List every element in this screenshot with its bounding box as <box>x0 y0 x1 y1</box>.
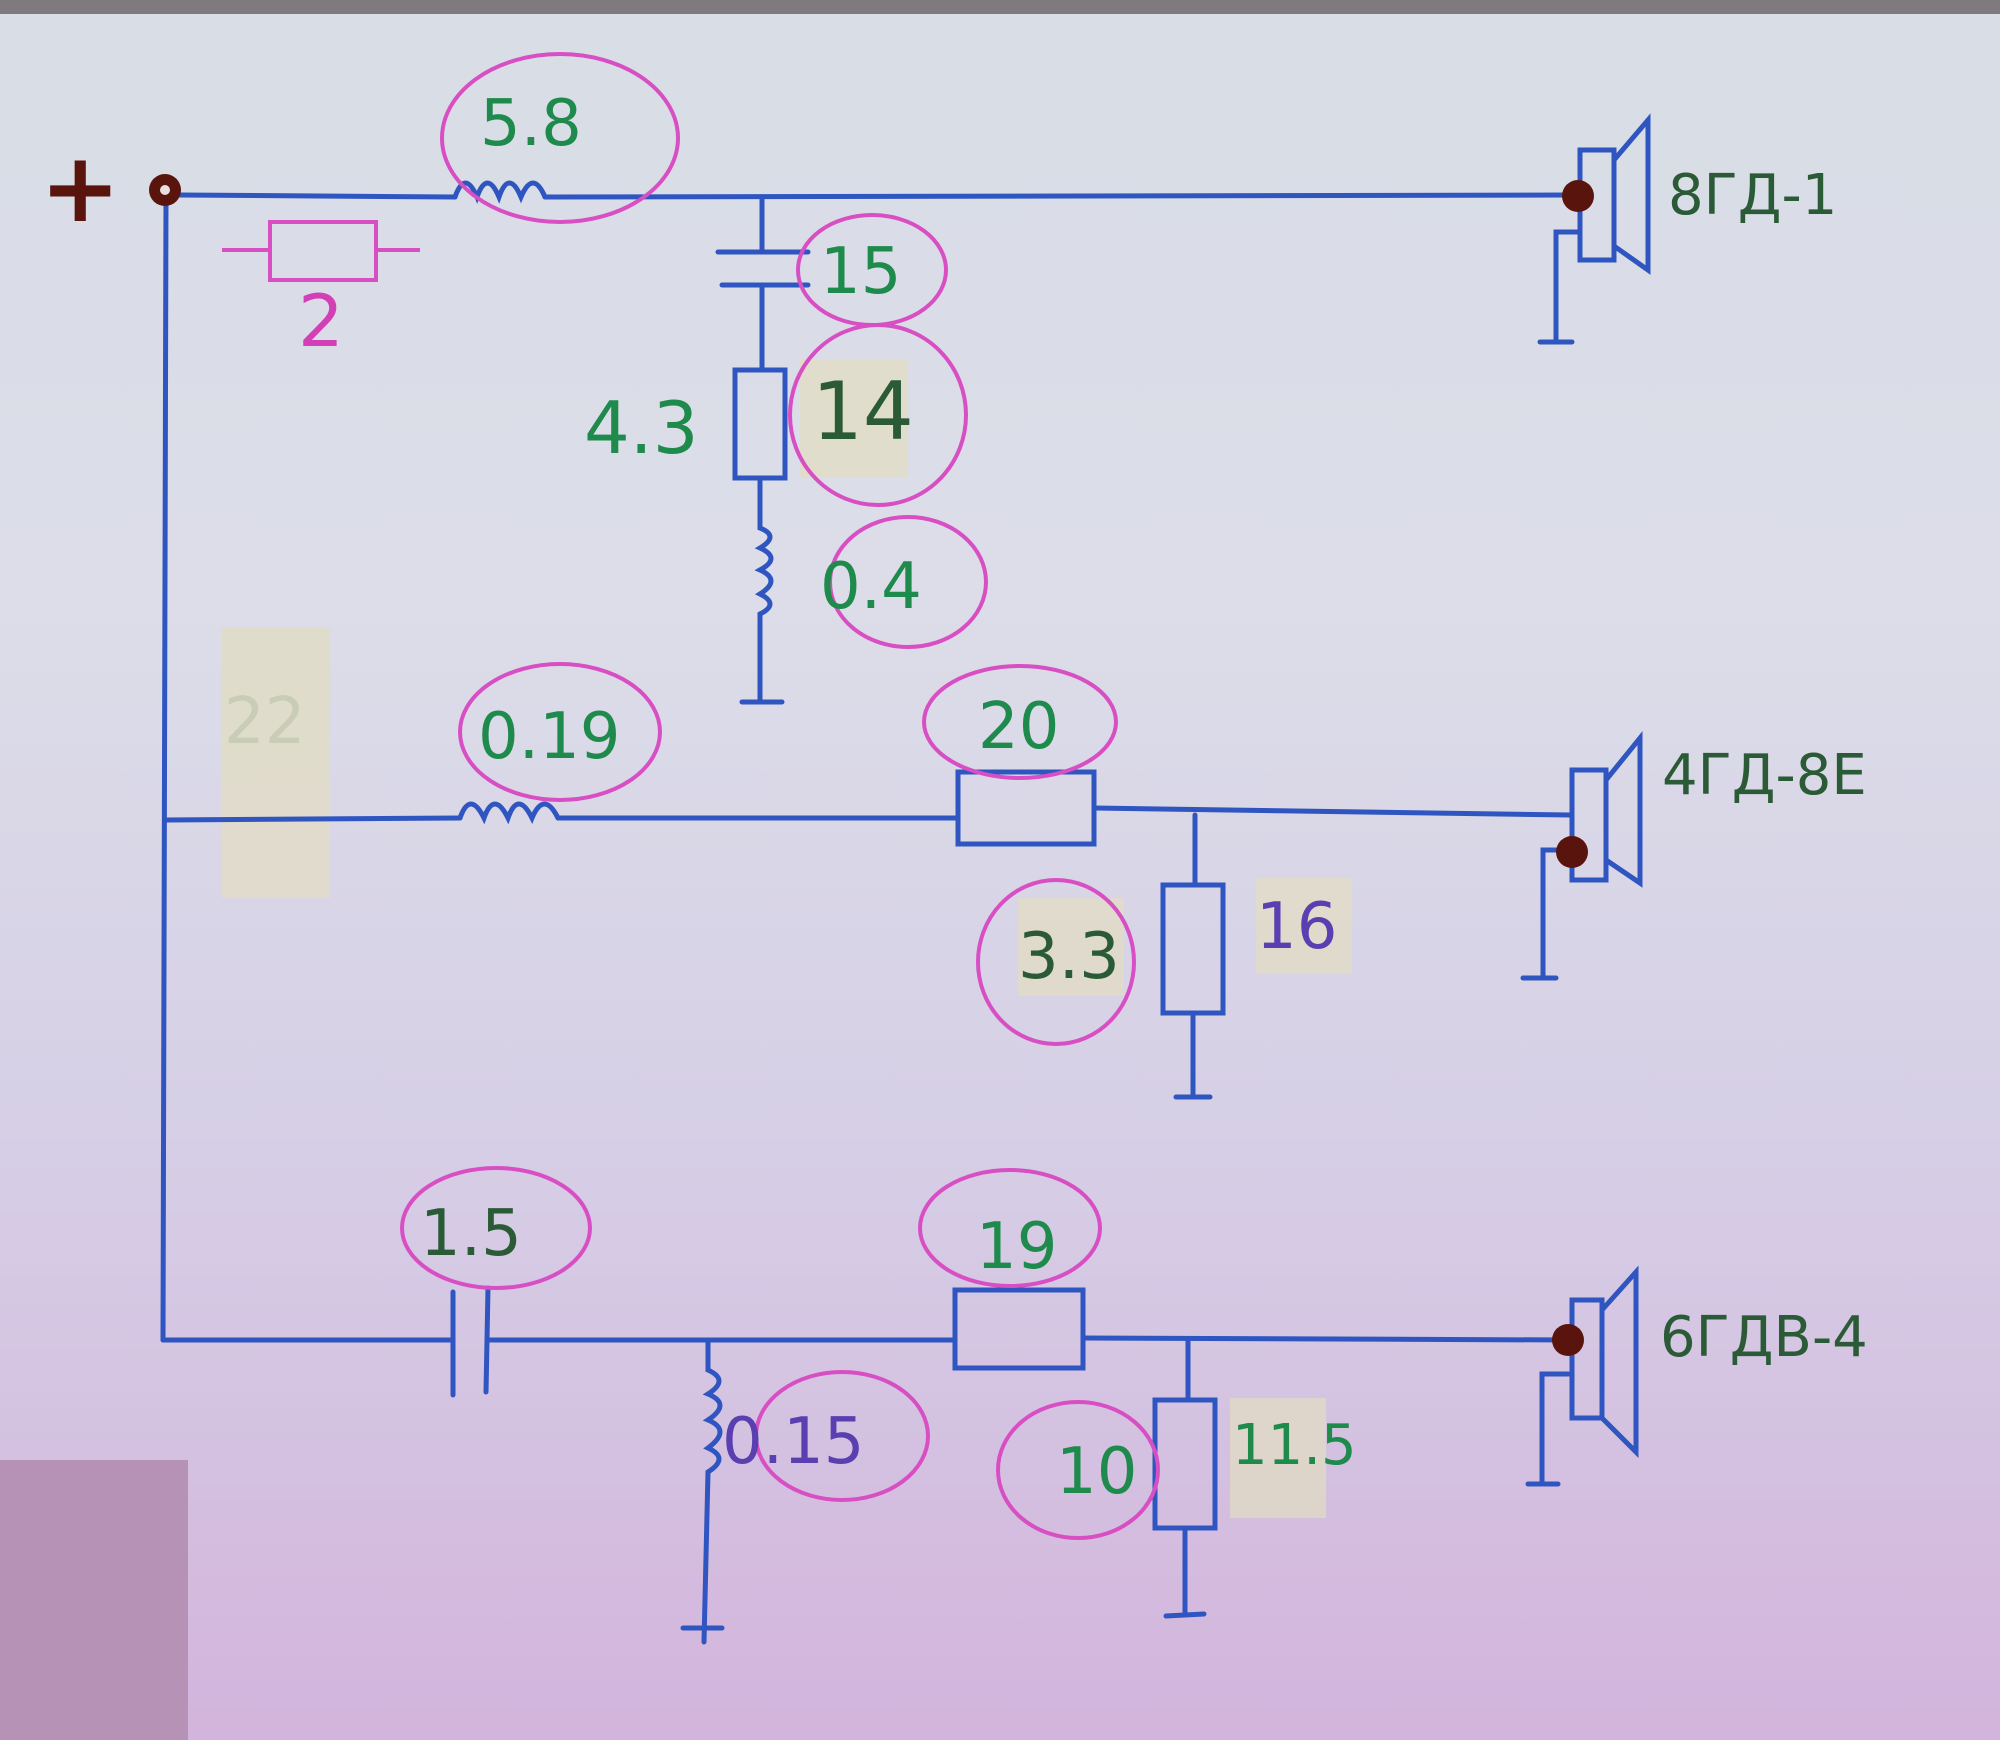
note-resistor-2-body <box>268 220 378 282</box>
resistor-value-label: 16 <box>1256 890 1338 964</box>
highlight-circle <box>976 878 1136 1046</box>
speaker-terminal-dot <box>1562 180 1594 212</box>
resistor-value-label: 10 <box>1056 1435 1138 1509</box>
highlight-circle <box>996 1400 1160 1540</box>
background-patch <box>0 1460 188 1740</box>
speaker-terminal-dot <box>1552 1324 1584 1356</box>
inductor-value-label: 0.19 <box>478 700 621 774</box>
highlight-circle <box>788 323 968 507</box>
resistor-3.3-body <box>1160 882 1226 1016</box>
resistor-value-label: 3.3 <box>1018 920 1120 994</box>
tape-patch <box>1018 898 1124 996</box>
speaker-6GDV4-magnet <box>1569 1297 1605 1421</box>
highlight-circle <box>922 664 1118 780</box>
inductor-value-label: 0.4 <box>820 550 922 624</box>
tape-patch <box>222 628 330 898</box>
capacitor-value-label: 1.5 <box>420 1197 522 1271</box>
bus-wire <box>160 192 169 1343</box>
inductor-0.19-symbol <box>457 801 561 825</box>
highlight-circle <box>400 1166 592 1290</box>
highlight-circle <box>754 1370 930 1502</box>
speaker-label: 6ГДВ-4 <box>1660 1305 1868 1370</box>
resistor-4.3-body <box>732 367 788 481</box>
tape-patch <box>1256 878 1352 974</box>
capacitor-value-label: 15 <box>820 235 902 309</box>
resistor-10-body <box>1152 1397 1218 1531</box>
tape-patch <box>800 360 908 478</box>
plus-sign: + <box>40 132 121 244</box>
ground-symbol <box>1163 1611 1207 1619</box>
resistor-value-label: 20 <box>978 690 1060 764</box>
speaker-label: 8ГД-1 <box>1668 163 1838 228</box>
speaker-8GD1-magnet <box>1577 147 1617 263</box>
inductor-0.15-symbol <box>701 1337 723 1645</box>
resistor-value-label: 11.5 <box>1232 1413 1357 1478</box>
wire <box>1091 805 1573 818</box>
highlight-circle <box>828 515 988 649</box>
speaker-4GD8E-magnet <box>1569 767 1609 883</box>
note-resistor-value-label: 2 <box>298 279 344 363</box>
wire <box>1080 1335 1573 1343</box>
inductor-value-label: 0.15 <box>722 1405 865 1479</box>
highlight-circle <box>440 52 680 224</box>
tape-patch <box>1230 1398 1326 1518</box>
photo-edge <box>0 0 2000 14</box>
speaker-6GDV4-cone <box>1599 1265 1639 1459</box>
wire <box>542 192 1573 200</box>
resistor-value-label: 19 <box>976 1210 1058 1284</box>
speaker-terminal-dot <box>1556 836 1588 868</box>
inductor-5.8-symbol <box>452 180 548 204</box>
speaker-label: 4ГД-8Е <box>1662 743 1867 808</box>
inductor-value-label: 5.8 <box>480 87 582 161</box>
wire <box>163 815 463 823</box>
resistor-value-label: 4.3 <box>584 386 699 470</box>
resistor-20-body <box>955 769 1097 847</box>
resistor-19-body <box>952 1287 1086 1371</box>
highlight-circle <box>458 662 662 802</box>
resistor-value-label: 14 <box>812 365 914 458</box>
highlight-circle <box>918 1168 1102 1288</box>
speaker-4GD8E-cone <box>1603 730 1643 888</box>
speaker-8GD1-cone <box>1611 113 1651 275</box>
inductor-0.4-symbol <box>754 475 774 703</box>
tape-label: 22 <box>224 685 306 759</box>
wire <box>177 192 458 200</box>
